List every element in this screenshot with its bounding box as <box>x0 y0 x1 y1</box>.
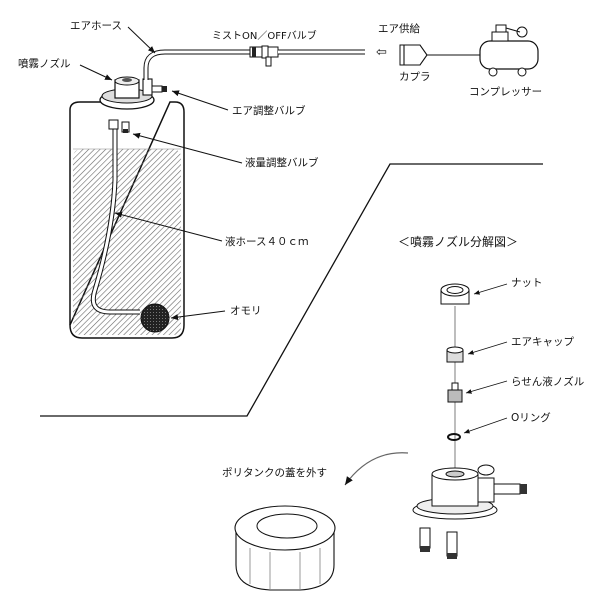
spray-nozzle-assembly <box>99 76 167 133</box>
label-remove-cap: ポリタンクの蓋を外す <box>222 467 327 479</box>
label-liquid-hose: 液ホース４０ｃｍ <box>225 236 309 248</box>
exploded-view-title: ＜噴霧ノズル分解図＞ <box>398 235 519 249</box>
label-o-ring: Oリング <box>511 412 551 424</box>
remove-cap-arrow <box>344 452 409 486</box>
label-liquid-adjust-valve: 液量調整バルブ <box>245 157 319 169</box>
label-compressor: コンプレッサー <box>469 86 543 98</box>
label-spiral-nozzle: らせん液ノズル <box>511 376 585 388</box>
label-air-adjust-valve: エア調整バルブ <box>232 105 306 117</box>
air-hose <box>143 49 252 80</box>
liquid-fill <box>73 149 181 335</box>
mist-on-off-valve <box>249 45 279 67</box>
label-spray-nozzle: 噴霧ノズル <box>18 58 71 70</box>
coupler <box>399 44 480 66</box>
arrow-left-icon: ⇦ <box>376 45 387 60</box>
label-mist-valve: ミストON／OFFバルブ <box>212 31 317 42</box>
weight-ball <box>140 303 170 333</box>
tank-cap <box>234 505 336 591</box>
label-air-hose: エアホース <box>70 20 122 32</box>
exploded-view-parts <box>440 283 470 500</box>
leader-lines <box>79 26 243 321</box>
compressor <box>479 24 539 77</box>
label-coupler: カプラ <box>399 71 431 83</box>
section-divider <box>40 163 543 417</box>
label-weight: オモリ <box>230 305 262 317</box>
exploded-leaders <box>463 283 508 434</box>
label-air-supply: エア供給 <box>378 23 420 35</box>
label-air-cap: エアキャップ <box>511 336 574 348</box>
label-nut: ナット <box>511 277 543 289</box>
nozzle-assembled <box>412 464 527 559</box>
poly-tank <box>69 101 185 339</box>
